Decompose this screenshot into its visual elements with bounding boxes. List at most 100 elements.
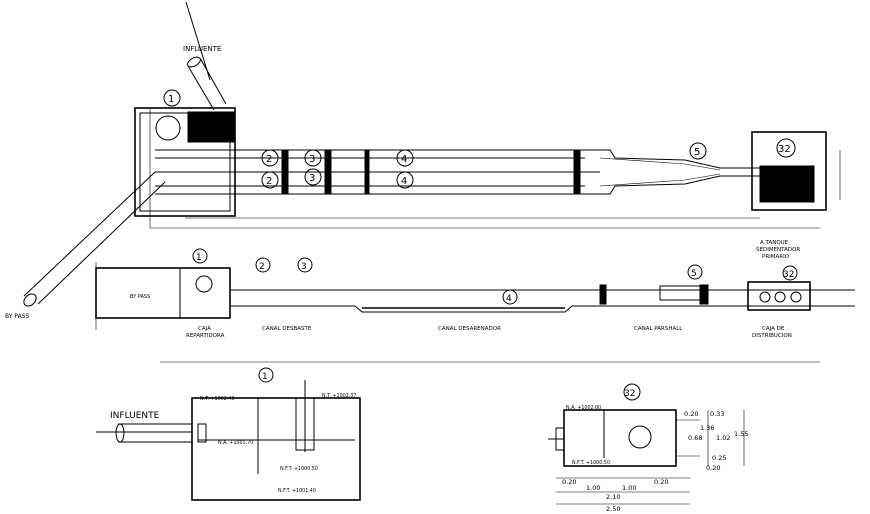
section-desarenador-trough	[354, 305, 573, 313]
callout-1-mid-circle	[192, 248, 208, 264]
section-pipe-circle	[195, 275, 213, 293]
dim-025: 0.25	[712, 454, 726, 462]
callout-32-mid-text: 32	[783, 270, 794, 280]
a-tanque-label: A TANQUE	[760, 240, 789, 246]
callout-4b-circle	[396, 171, 414, 189]
influent-pipe-end	[187, 56, 201, 68]
callout-4a-text: 4	[401, 154, 407, 165]
section-parshall-throat	[659, 285, 701, 301]
dim-020-b: 0.20	[654, 478, 668, 486]
callout-5-text: 5	[694, 147, 700, 158]
influente-detail-label: INFLUENTE	[110, 411, 160, 421]
section-bar-parshall	[599, 284, 607, 305]
canal-desbaste-label: CANAL DESBASTE	[262, 326, 312, 332]
bypass-small-label: BY PASS	[130, 294, 150, 300]
plan-parshall-inner-1	[599, 157, 721, 171]
bypass-pipe-edge-2	[37, 181, 166, 305]
canal-parshall-label: CANAL PARSHALL	[634, 326, 683, 332]
callout-4-mid-text: 4	[506, 294, 512, 304]
detail32-level-1: N.A. +1002.00	[566, 405, 601, 411]
plan-pipe-circle	[155, 115, 181, 141]
callout-3b-circle	[304, 168, 322, 186]
influent-pipe-edge-1	[187, 65, 215, 111]
callout-2a-text: 2	[266, 154, 272, 165]
callout-4a-circle	[396, 149, 414, 167]
callout-2-mid-circle	[255, 257, 271, 273]
callout-4-mid-circle	[502, 289, 518, 305]
detail32-box	[563, 409, 677, 467]
section-bar-parshall-2	[699, 284, 709, 305]
section-orifice-3	[790, 291, 802, 303]
detail1-level-3: N.A. +1001.70	[218, 440, 253, 446]
caja-distribucion-label-2: DISTRIBUCION	[752, 333, 792, 339]
dim-068: 0.68	[688, 434, 702, 442]
detail1-level-2: N.T. +1002.37	[322, 393, 356, 399]
callout-1-detail-circle	[258, 367, 274, 383]
sedimentador-label: SEDIMENTADOR	[756, 247, 800, 253]
plan-box-left-inner	[139, 112, 231, 212]
dim-136: 1.36	[700, 424, 714, 432]
callout-5-circle	[689, 142, 707, 160]
detail-32: 32 N.A. +1002.00 N.F.T. +1000.50 0.20 1.…	[548, 383, 748, 513]
callout-1-text: 1	[168, 94, 174, 105]
plan-parshall-bottom	[585, 175, 760, 195]
dim-100-a: 1.00	[586, 484, 600, 492]
dim-100-b: 1.00	[622, 484, 636, 492]
callout-32-detail-circle	[623, 383, 641, 401]
section-view: 1 BY PASS 2 3 4 5 32 CAJA REPARTIDORA CA…	[95, 248, 855, 363]
dim-102: 1.02	[716, 434, 730, 442]
callout-2b-circle	[261, 171, 279, 189]
plan-parshall-inner-2	[599, 173, 721, 187]
plan-screen-1	[281, 149, 289, 195]
callout-2-mid-text: 2	[259, 262, 265, 272]
callout-3b-text: 3	[309, 173, 315, 184]
plan-right-hatch	[759, 165, 815, 203]
dim-155: 1.55	[734, 430, 748, 438]
callout-5-mid-circle	[687, 264, 703, 280]
bypass-pipe-edge-1	[23, 171, 156, 297]
callout-1-detail-text: 1	[262, 372, 268, 382]
influent-line-top	[185, 1, 211, 81]
plan-view: INFLUENTE BY PASS 1 2 2 3 3	[5, 1, 841, 320]
detail1-level-5: N.F.T. +1001.40	[278, 488, 316, 494]
plan-screen-3	[364, 149, 370, 195]
influent-pipe-edge-2	[199, 57, 227, 105]
caja-distribucion-label: CAJA DE	[762, 326, 785, 332]
bypass-label: BY PASS	[5, 313, 30, 320]
section-box-right	[747, 281, 811, 311]
callout-2b-text: 2	[266, 176, 272, 187]
influente-top-label: INFLUENTE	[183, 45, 221, 53]
detail1-pipe-end	[115, 423, 125, 443]
dim-033: 0.33	[710, 410, 724, 418]
section-box-left	[95, 267, 231, 319]
detail1-box	[191, 397, 361, 501]
callout-3a-text: 3	[309, 154, 315, 165]
callout-1-circle	[163, 89, 181, 107]
plan-hatched-block	[187, 111, 235, 143]
callout-3a-circle	[304, 149, 322, 167]
callout-32-mid-circle	[782, 265, 798, 281]
dim-210: 2.10	[606, 493, 620, 501]
detail1-level-1: N.T. +1002.40	[200, 396, 234, 402]
dim-020-a: 0.20	[562, 478, 576, 486]
callout-5-mid-text: 5	[691, 269, 697, 279]
primario-label: PRIMARIO	[762, 254, 790, 260]
plan-parshall-top	[585, 149, 760, 169]
plan-screen-2	[324, 149, 332, 195]
callout-4b-text: 4	[401, 176, 407, 187]
callout-3-mid-circle	[297, 257, 313, 273]
canal-desarenador-label: CANAL DESARENADOR	[438, 326, 501, 332]
callout-32-text: 32	[778, 144, 791, 155]
section-orifice-1	[759, 291, 771, 303]
callout-32-detail-text: 32	[624, 389, 635, 399]
dim-020-c: 0.20	[684, 410, 698, 418]
plan-screen-4	[573, 149, 581, 195]
caja-repartidora-label-2: REPARTIDORA	[186, 333, 225, 339]
detail32-outlet-circle	[628, 425, 652, 449]
callout-3-mid-text: 3	[301, 262, 307, 272]
plan-box-right	[751, 131, 827, 211]
bypass-pipe-end	[23, 293, 37, 307]
dim-020-d: 0.20	[706, 464, 720, 472]
plan-box-left	[134, 107, 236, 217]
